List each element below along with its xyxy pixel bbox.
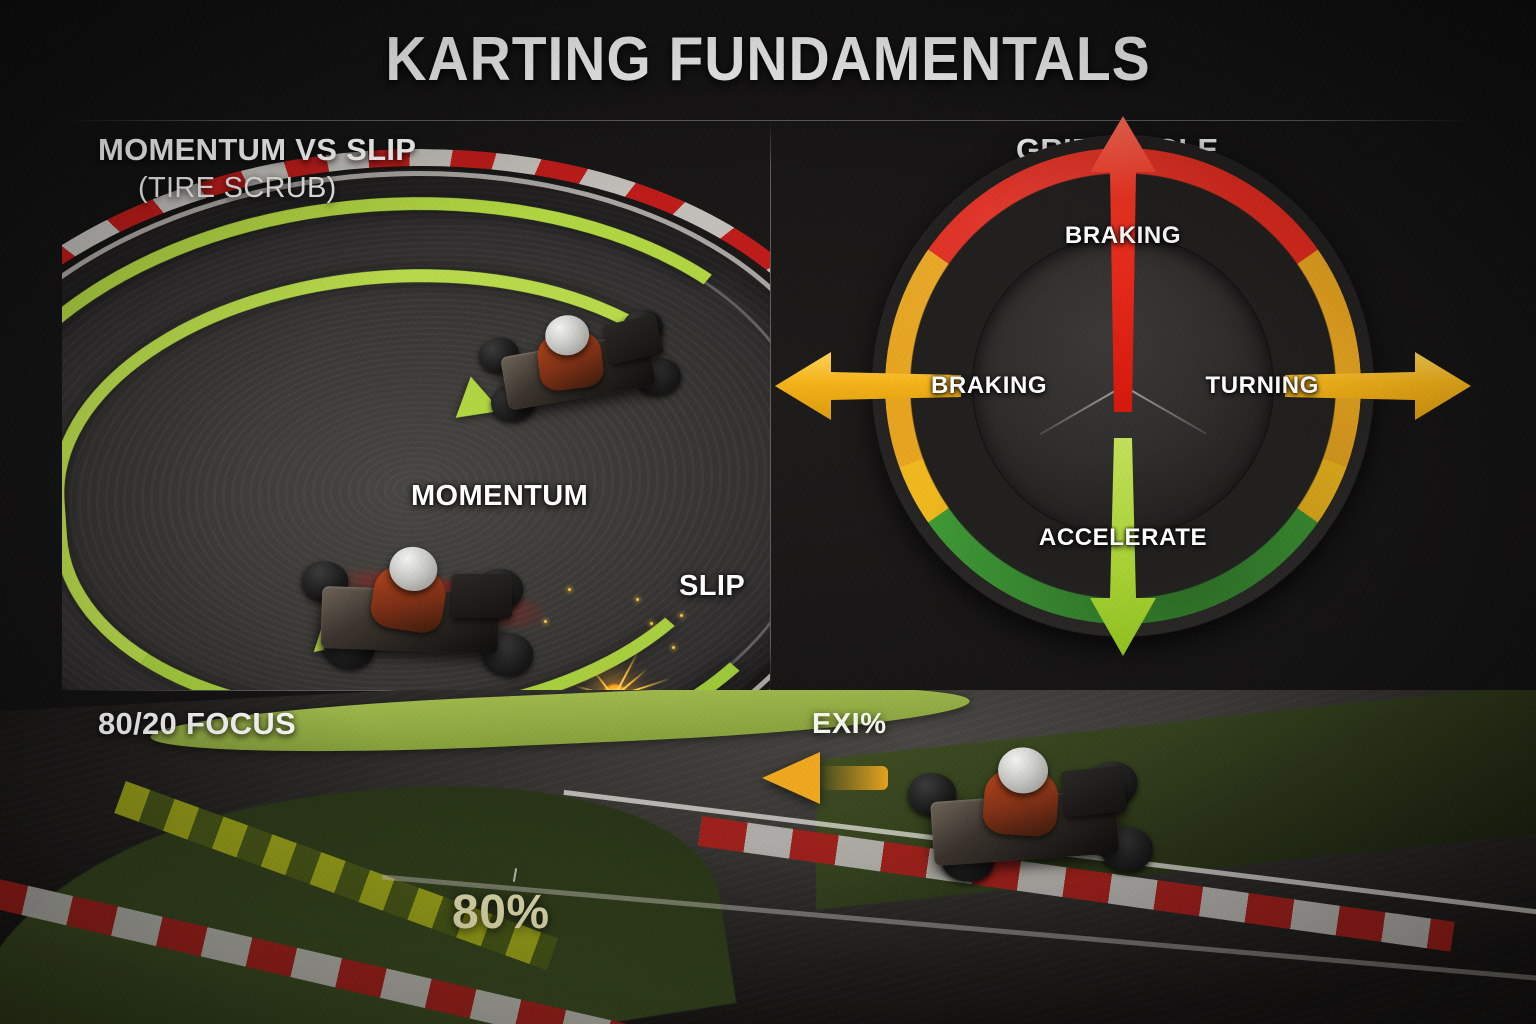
grip-circle-diagram: BRAKING ACCELERATE BRAKING TURNING <box>775 116 1471 656</box>
subheading-tire-scrub: (TIRE SCRUB) <box>138 172 337 204</box>
label-slip: SLIP <box>679 570 746 602</box>
label-accelerate: ACCELERATE <box>1038 524 1208 551</box>
label-exit-percent: EXI% <box>812 708 887 740</box>
page-title: KARTING FUNDAMENTALS <box>385 25 1151 94</box>
arrow-up-icon <box>1090 116 1156 412</box>
spark-burst-icon <box>544 588 684 690</box>
label-braking-top: BRAKING <box>1064 222 1182 249</box>
label-momentum: MOMENTUM <box>411 480 589 512</box>
panel-momentum-vs-slip: MOMENTUM SLIP <box>62 120 770 690</box>
kart-rear-bumper <box>1060 765 1128 818</box>
label-80-percent: 80% <box>452 886 550 939</box>
arrow-left-icon <box>762 752 820 804</box>
exit-arrow-tail <box>818 766 888 790</box>
label-turning: TURNING <box>1205 372 1319 399</box>
kart-rear-bumper <box>451 573 512 618</box>
heading-momentum-vs-slip: MOMENTUM VS SLIP <box>98 132 417 167</box>
heading-80-20-focus: 80/20 FOCUS <box>98 706 296 741</box>
label-braking-left: BRAKING <box>931 372 1048 399</box>
panel-grip-circle: BRAKING ACCELERATE BRAKING TURNING <box>771 116 1474 690</box>
kart-rear-bumper <box>602 313 664 365</box>
go-kart-icon <box>900 731 1160 898</box>
